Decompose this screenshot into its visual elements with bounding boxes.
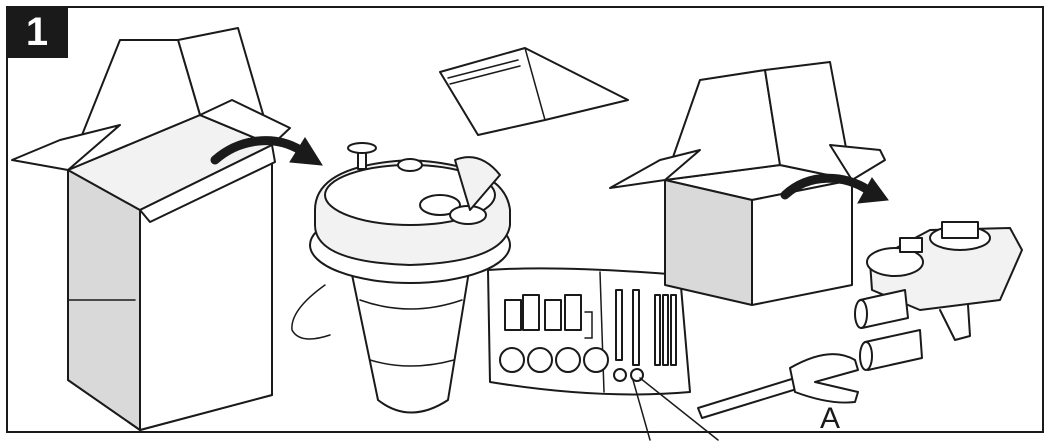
instruction-booklet — [440, 48, 628, 135]
multiport-valve — [855, 222, 1022, 370]
wrench-label: A — [820, 402, 840, 435]
large-open-box — [12, 28, 290, 430]
accessory-kit — [488, 268, 718, 440]
filter-tank — [292, 143, 510, 413]
